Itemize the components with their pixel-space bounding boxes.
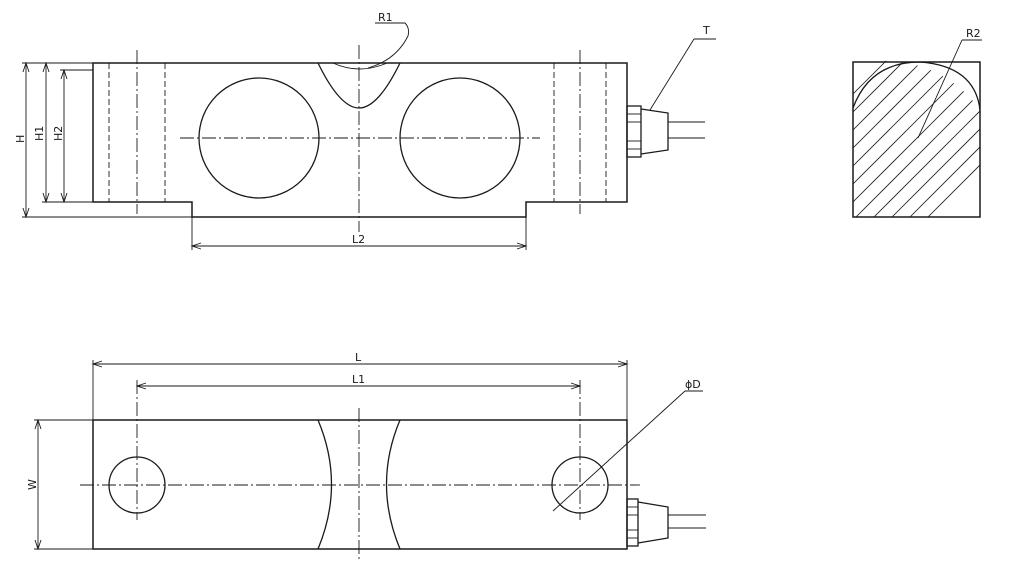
t-leader	[649, 38, 695, 111]
top-view: ϕD L L1 W	[26, 351, 706, 562]
dim-label-l2: L2	[352, 233, 365, 246]
dim-label-r2: R2	[966, 27, 981, 40]
r1-leader	[367, 22, 410, 69]
dim-label-t: T	[702, 24, 710, 37]
dim-label-l1: L1	[352, 373, 365, 386]
top-view-outline	[92, 419, 628, 550]
l-dimension	[91, 360, 629, 420]
saddle-arc-top	[332, 62, 388, 70]
phid-leader	[552, 390, 686, 512]
saddle-cut-left	[317, 419, 333, 550]
dim-label-h: H	[14, 135, 27, 143]
front-view: R1 T H H1 H2	[14, 11, 716, 250]
cable-gland-front	[626, 105, 705, 158]
r2-leader	[917, 39, 963, 139]
l1-dimension	[135, 382, 582, 390]
dim-label-w: W	[26, 479, 39, 490]
dim-label-h2: H2	[52, 126, 65, 141]
dim-label-l: L	[355, 351, 362, 364]
section-view: R2	[852, 27, 982, 218]
dim-label-h1: H1	[33, 126, 46, 141]
w-dimension	[34, 418, 93, 551]
front-view-outline	[92, 62, 628, 218]
dim-label-r1: R1	[378, 11, 393, 24]
l2-dimension	[190, 217, 528, 250]
dim-label-d: ϕD	[685, 378, 701, 391]
section-hatch	[853, 60, 980, 217]
section-r2-arc	[852, 61, 981, 111]
saddle-cut-right	[385, 419, 401, 550]
height-dimensions	[22, 61, 192, 219]
cable-gland-top	[626, 498, 706, 547]
section-outline	[852, 61, 981, 218]
